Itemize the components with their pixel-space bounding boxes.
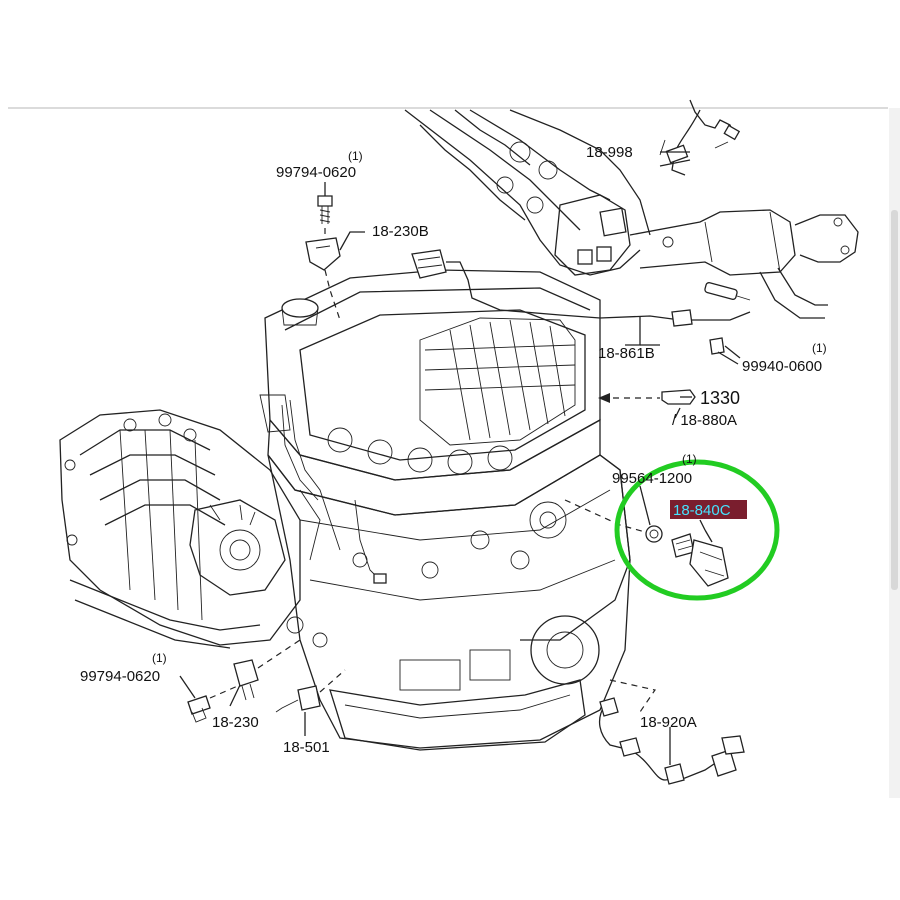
knock-sensor-18-501-drawing <box>275 669 346 713</box>
crank-sensor-18-230-drawing <box>187 639 301 723</box>
leader-lines <box>179 151 739 765</box>
arrow-head-icon <box>598 393 610 403</box>
label-18-861b: 18-861B <box>598 345 655 362</box>
label-18-230b: 18-230B <box>372 223 429 240</box>
intake-manifold-drawing <box>59 409 301 649</box>
o2-sensor-18-920a-drawing <box>598 679 745 785</box>
cam-sensor-18-230b-drawing <box>305 195 365 321</box>
highlight-circle <box>614 459 780 601</box>
label-1330: 1330 <box>700 388 740 408</box>
label-99564-1200-qty: (1) <box>682 452 697 466</box>
vertical-scrollbar[interactable] <box>889 108 900 798</box>
label-99794-0620-top-qty: (1) <box>348 149 363 163</box>
arrow-1330-drawing <box>598 389 696 405</box>
label-18-840c: 18-840C <box>673 502 731 519</box>
exhaust-manifold-drawing <box>404 109 859 319</box>
label-99794-0620-bottom: 99794-0620 <box>80 668 160 685</box>
engine-block-drawing <box>259 269 631 751</box>
label-18-998: 18-998 <box>586 144 633 161</box>
o2-sensor-18-861b-drawing <box>411 249 751 359</box>
washer-icon <box>645 525 663 543</box>
scrollbar-thumb[interactable] <box>891 210 898 590</box>
wire-harness-drawing <box>281 399 387 584</box>
label-18-880a: / 18-880A <box>672 412 737 429</box>
label-18-230: 18-230 <box>212 714 259 731</box>
o2-sensor-18-998-drawing <box>659 99 741 176</box>
label-99794-0620-top: 99794-0620 <box>276 164 356 181</box>
label-18-840c-highlight-box <box>670 500 747 519</box>
label-99940-0600-qty: (1) <box>812 341 827 355</box>
label-99794-0620-bottom-qty: (1) <box>152 651 167 665</box>
coolant-temp-sensor-18-840c-drawing <box>564 499 729 587</box>
label-99564-1200: 99564-1200 <box>612 470 692 487</box>
label-99940-0600: 99940-0600 <box>742 358 822 375</box>
label-18-501: 18-501 <box>283 739 330 756</box>
label-18-920a: 18-920A <box>640 714 697 731</box>
